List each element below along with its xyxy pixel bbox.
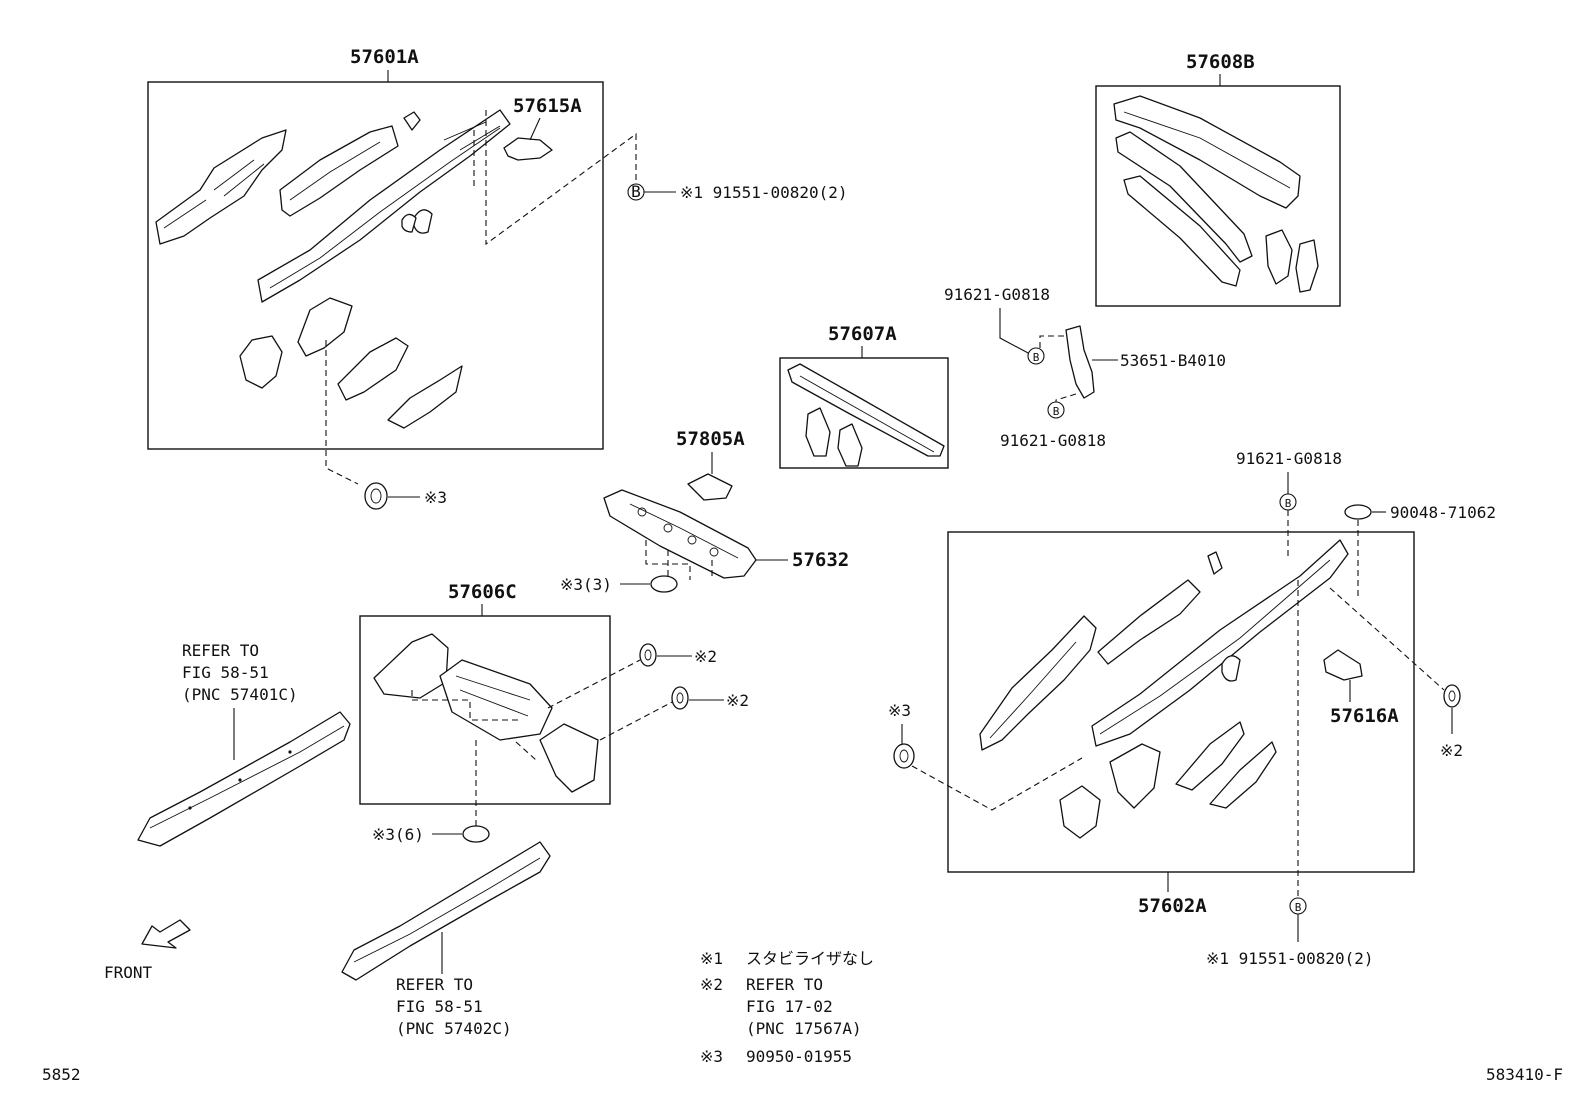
box-57608B (1095, 85, 1341, 307)
callout-grommet-3a[interactable]: ※3 (364, 482, 447, 510)
callout-grommet-2a[interactable]: ※2 (639, 643, 717, 667)
callout-bolt-91551-top[interactable]: B ※1 91551-00820(2) (627, 182, 848, 202)
label-g0818-c: 91621-G0818 (1236, 449, 1342, 468)
part-side-rail-left[interactable] (155, 129, 287, 245)
note2-line1: REFER TO (746, 975, 823, 994)
svg-text:REFER TO: REFER TO (396, 975, 473, 994)
label-57632: 57632 (792, 549, 849, 571)
callout-90048-71062[interactable]: 90048-71062 (1344, 503, 1496, 522)
label-n3-b: ※3(3) (560, 575, 612, 594)
part-57805A[interactable] (687, 473, 733, 501)
callout-g0818-right[interactable]: 91621-G0818 B (1236, 449, 1342, 511)
label-57601A: 57601A (350, 46, 419, 68)
callout-bolt-91551-bottom[interactable]: B ※1 91551-00820(2) (1206, 897, 1374, 968)
callout-grommet-2b[interactable]: ※2 (671, 686, 749, 710)
note1-mark: ※1 (700, 949, 723, 968)
note2-line2: FIG 17-02 (746, 997, 833, 1016)
part-bracket-d[interactable] (387, 365, 463, 429)
svg-text:B: B (1053, 405, 1060, 418)
label-n2-c: ※2 (1440, 741, 1463, 760)
label-57615A: 57615A (513, 95, 582, 117)
part-57615A[interactable] (503, 137, 553, 161)
label-b4010: 53651-B4010 (1120, 351, 1226, 370)
front-label: FRONT (104, 963, 153, 982)
note3-mark: ※3 (700, 1047, 723, 1066)
part-bracket-b[interactable] (297, 297, 353, 357)
arrow-icon (141, 919, 191, 949)
label-g0818-b: 91621-G0818 (1000, 431, 1106, 450)
box-57607A (779, 357, 949, 469)
label-n3-a: ※3 (424, 488, 447, 507)
notes: ※1 スタビライザなし ※2 REFER TO FIG 17-02 (PNC 1… (700, 949, 874, 1066)
corner-code-left: 5852 (42, 1065, 81, 1084)
part-main-rail[interactable] (257, 109, 511, 303)
group-57602A[interactable]: 57602A 57616A (911, 510, 1445, 917)
callout-bracket-53651[interactable]: 91621-G0818 B 53651-B4010 B 91621-G0818 (944, 285, 1226, 450)
corner-code-right: 583410-F (1486, 1065, 1563, 1084)
callout-grommet-2c[interactable]: ※2 (1440, 684, 1463, 760)
svg-text:(PNC 57402C): (PNC 57402C) (396, 1019, 512, 1038)
part-53651-B4010[interactable] (1065, 325, 1095, 399)
svg-text:REFER TO: REFER TO (182, 641, 259, 660)
callout-grommet-3d[interactable]: ※3 (888, 701, 915, 769)
box-57606C (359, 615, 611, 805)
part-bracket-c[interactable] (337, 337, 409, 401)
label-57607A: 57607A (828, 323, 897, 345)
part-rocker-right[interactable] (341, 841, 551, 981)
svg-text:FIG 58-51: FIG 58-51 (182, 663, 269, 682)
label-n2-a: ※2 (694, 647, 717, 666)
svg-text:B: B (1033, 351, 1040, 364)
svg-text:B: B (1285, 497, 1292, 510)
part-rocker-left[interactable] (137, 711, 351, 847)
part-57616A[interactable] (1323, 649, 1363, 681)
label-57606C: 57606C (448, 581, 517, 603)
group-57608B[interactable]: 57608B (1095, 51, 1341, 307)
label-71062: 90048-71062 (1390, 503, 1496, 522)
note1-text: スタビライザなし (746, 949, 874, 968)
note3-text: 90950-01955 (746, 1047, 852, 1066)
label-57608B: 57608B (1186, 51, 1255, 73)
note2-mark: ※2 (700, 975, 723, 994)
svg-text:FIG 58-51: FIG 58-51 (396, 997, 483, 1016)
label-57805A: 57805A (676, 428, 745, 450)
group-57601A[interactable]: 57601A 57615A (147, 46, 637, 485)
label-57616A: 57616A (1330, 705, 1399, 727)
label-n2-b: ※2 (726, 691, 749, 710)
refer-57402C[interactable]: REFER TO FIG 58-51 (PNC 57402C) (341, 841, 551, 1038)
group-57606C[interactable]: 57606C ※3(6) (359, 581, 677, 844)
part-bracket-a[interactable] (239, 335, 283, 389)
svg-text:(PNC 57401C): (PNC 57401C) (182, 685, 298, 704)
svg-text:B: B (631, 182, 641, 201)
box-57602A (947, 531, 1415, 873)
label-91551-bottom: ※1 91551-00820(2) (1206, 949, 1374, 968)
group-57607A[interactable]: 57607A (779, 323, 949, 469)
label-57602A: 57602A (1138, 895, 1207, 917)
note2-line3: (PNC 17567A) (746, 1019, 862, 1038)
box-57601A (147, 81, 604, 450)
svg-text:B: B (1295, 901, 1302, 914)
group-57632[interactable]: 57805A 57632 ※3(3) (560, 428, 849, 594)
label-g0818-a: 91621-G0818 (944, 285, 1050, 304)
label-n3-c: ※3(6) (372, 825, 424, 844)
front-arrow: FRONT (104, 919, 191, 982)
label-n3-d: ※3 (888, 701, 911, 720)
label-91551-top: ※1 91551-00820(2) (680, 183, 848, 202)
part-57632[interactable] (603, 489, 757, 579)
refer-57401C[interactable]: REFER TO FIG 58-51 (PNC 57401C) (137, 641, 351, 847)
